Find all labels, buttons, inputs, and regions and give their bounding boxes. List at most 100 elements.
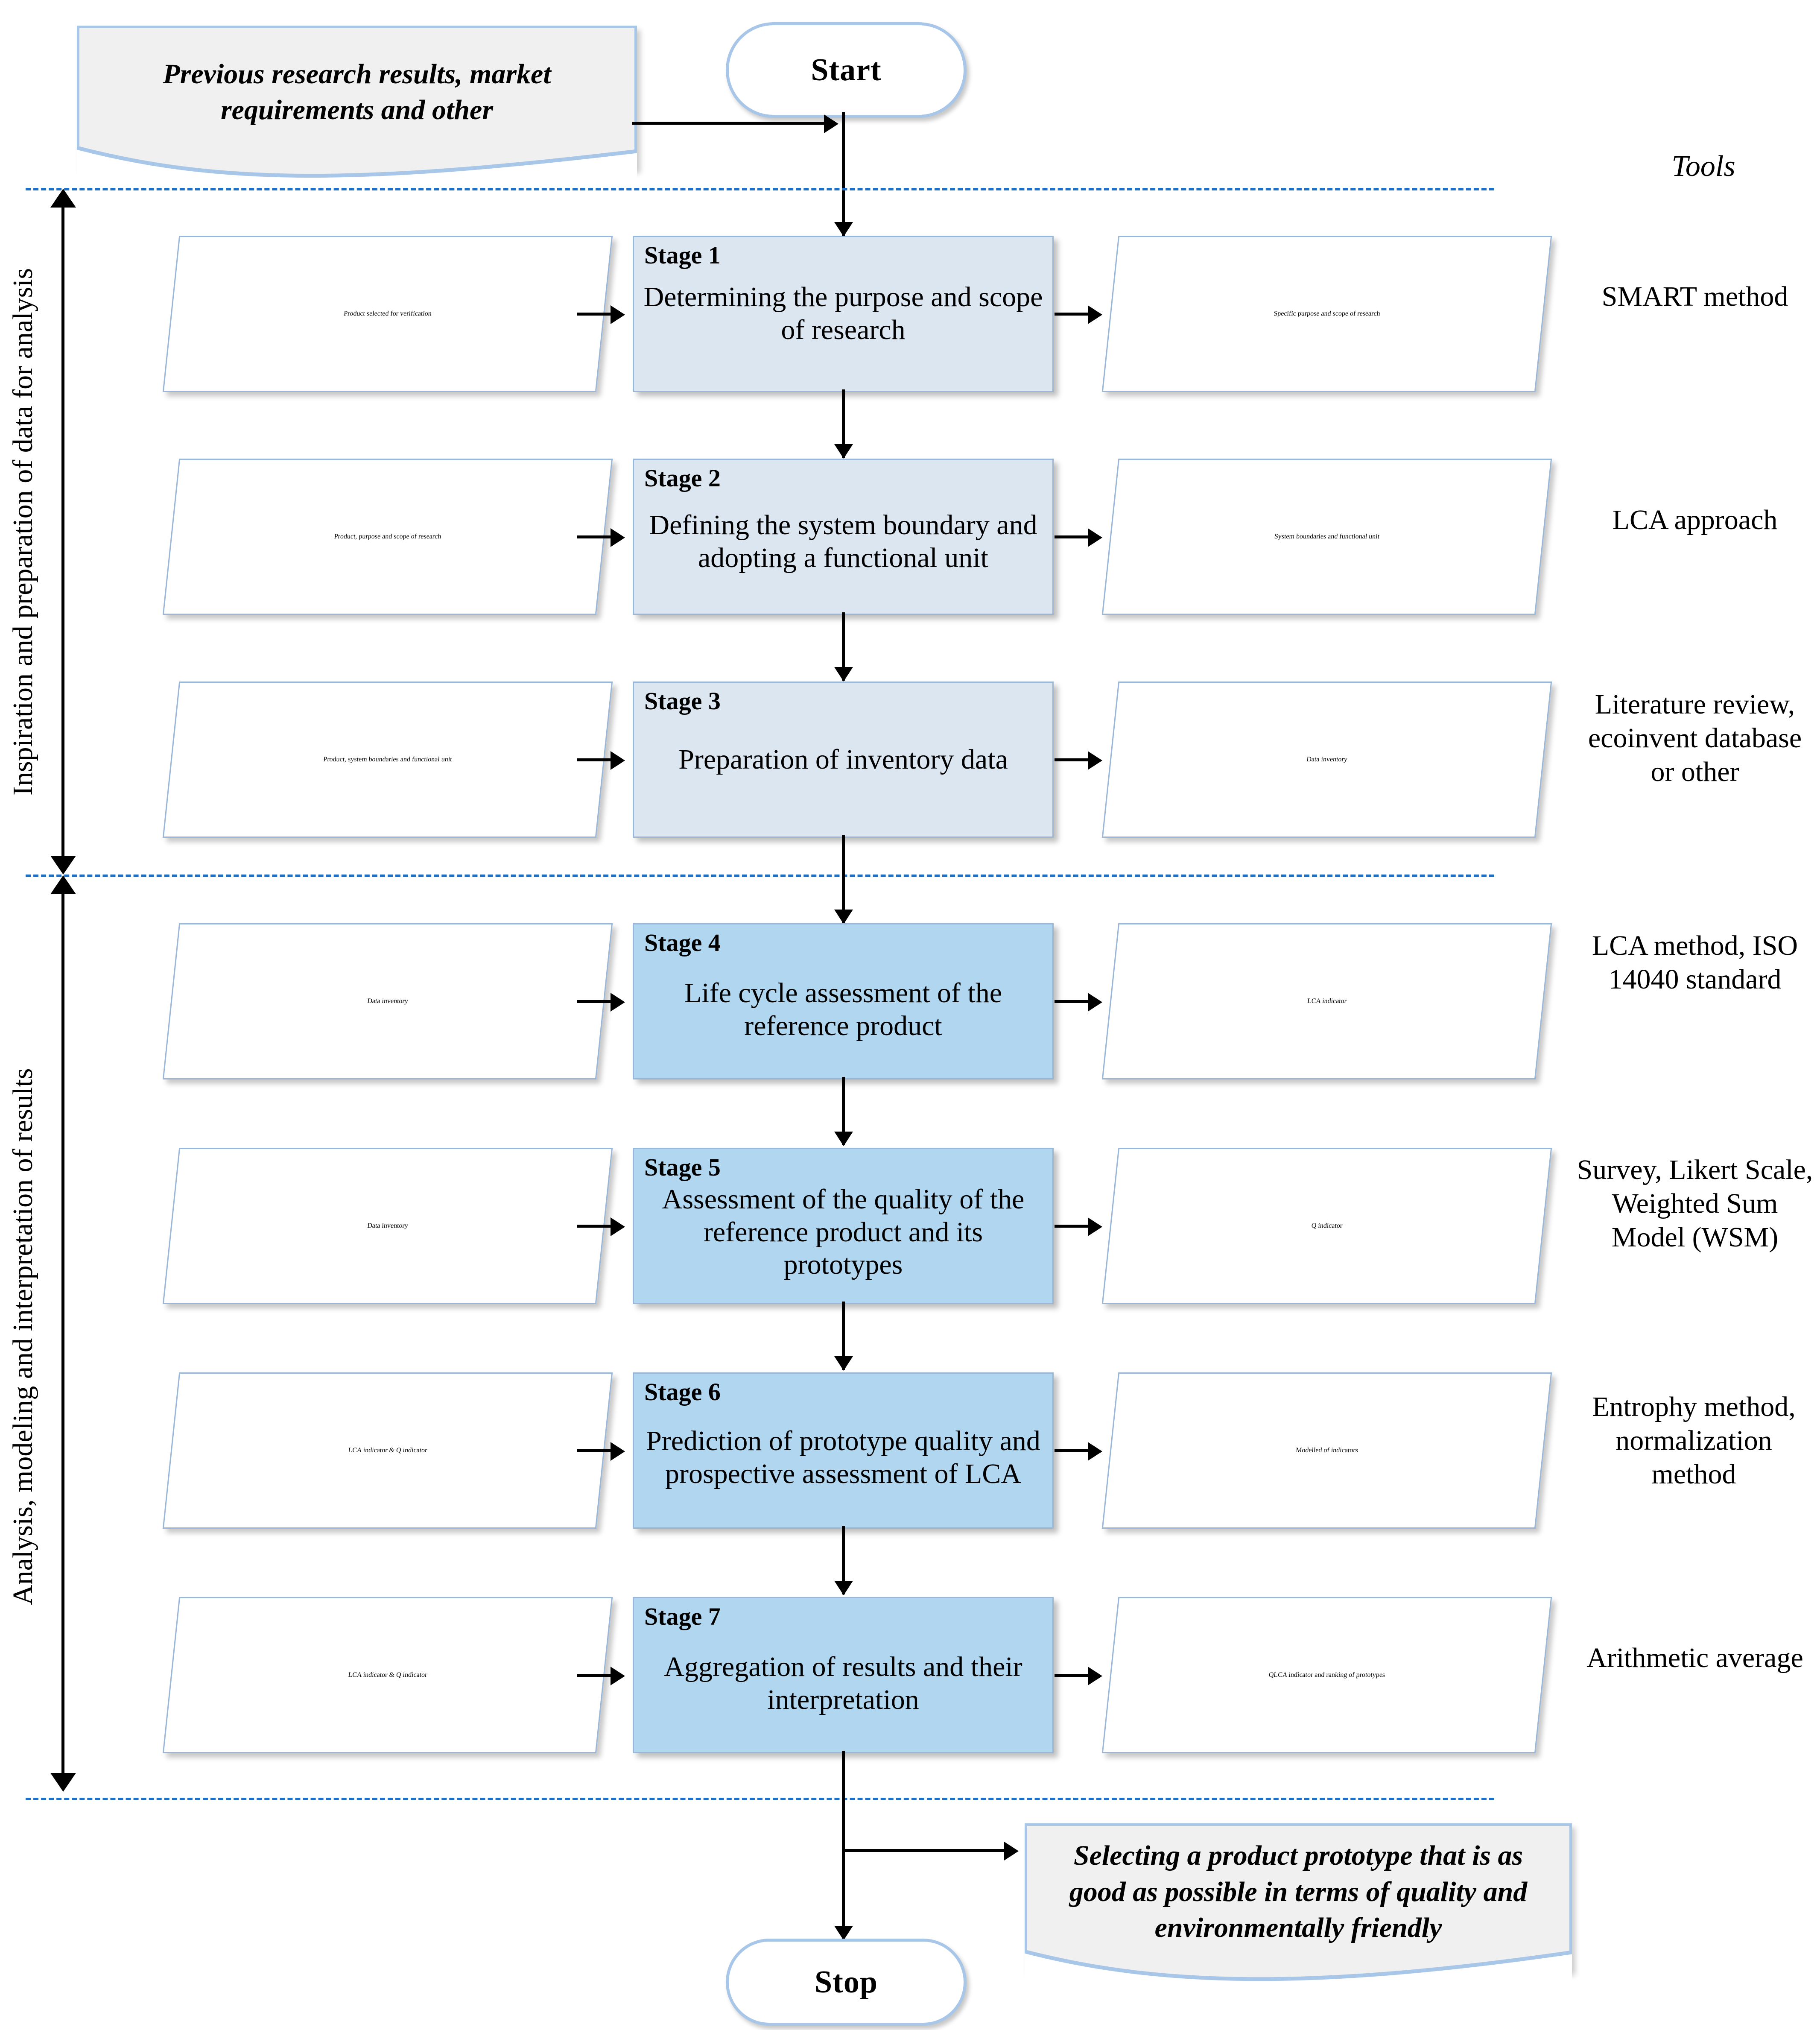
connector-stage5-to-stage6 xyxy=(842,1302,845,1370)
phase-label-1: Inspiration and preparation of data for … xyxy=(7,268,38,796)
arrow-stage6-to-stage7 xyxy=(834,1581,853,1595)
row-5-input-text: Data inventory xyxy=(367,1222,409,1229)
row-7-stage-text: Aggregation of results and their interpr… xyxy=(664,1651,1022,1715)
phase2-arrow-down xyxy=(50,1773,76,1792)
process-stage-2: Stage 2 Defining the system boundary and… xyxy=(633,459,1054,615)
row-5-input-wrap: Data inventory xyxy=(158,1148,615,1304)
output-note-text: Selecting a product prototype that is as… xyxy=(1069,1840,1528,1944)
start-label: Start xyxy=(811,52,882,88)
note-wave-bottom xyxy=(1025,1949,1572,1986)
process-stage-1: Stage 1 Determining the purpose and scop… xyxy=(633,236,1054,392)
row-7-output-text: QLCA indicator and ranking of prototypes xyxy=(1268,1671,1386,1679)
row-3-input-wrap: Product, system boundaries and functiona… xyxy=(158,682,615,838)
phase1-bar xyxy=(61,201,64,863)
row-2-input-text: Product, purpose and scope of research xyxy=(333,533,442,540)
input-note-text: Previous research results, market requir… xyxy=(163,58,551,126)
arrow-stage1-to-stage2 xyxy=(834,444,853,459)
row-1-input-wrap: Product selected for verification xyxy=(158,236,615,392)
arrow-row3-input-to-stage xyxy=(611,751,625,770)
connector-row7-output xyxy=(1055,1674,1093,1677)
row-5-stage-text: Assessment of the quality of the referen… xyxy=(662,1184,1025,1281)
arrow-row7-input-to-stage xyxy=(611,1667,625,1685)
row-7-output-wrap: QLCA indicator and ranking of prototypes xyxy=(1076,1597,1552,1753)
row-3-input-text: Product, system boundaries and functiona… xyxy=(323,756,453,763)
arrow-row4-input-to-stage xyxy=(611,993,625,1012)
row-1-stage-text: Determining the purpose and scope of res… xyxy=(643,281,1043,345)
row-5-output-text: Q indicator xyxy=(1311,1222,1343,1229)
row-6-input-wrap: LCA indicator & Q indicator xyxy=(158,1372,615,1529)
arrow-stage2-to-stage3 xyxy=(834,667,853,682)
row-1-output-wrap: Specific purpose and scope of research xyxy=(1076,236,1552,392)
connector-row2-input xyxy=(577,535,616,538)
output-note: Selecting a product prototype that is as… xyxy=(1025,1823,1572,1986)
process-stage-6: Stage 6 Prediction of prototype quality … xyxy=(633,1372,1054,1529)
row-4-input-wrap: Data inventory xyxy=(158,923,615,1079)
data-shape-output-6: Modelled of indicators xyxy=(1101,1372,1552,1529)
row-4-stage-text: Life cycle assessment of the reference p… xyxy=(684,977,1002,1041)
divider-top xyxy=(26,188,1494,190)
connector-row7-input xyxy=(577,1674,616,1677)
data-shape-output-5: Q indicator xyxy=(1101,1148,1552,1304)
arrow-row2-stage-to-output xyxy=(1088,528,1102,547)
connector-row3-input xyxy=(577,758,616,761)
row-4-output-text: LCA indicator xyxy=(1307,997,1347,1005)
row-2-output-text: System boundaries and functional unit xyxy=(1274,533,1380,540)
connector-stem-to-output-note xyxy=(842,1849,1013,1852)
input-note: Previous research results, market requir… xyxy=(77,26,637,184)
connector-stage4-to-stage5 xyxy=(842,1077,845,1145)
arrow-row7-stage-to-output xyxy=(1088,1667,1102,1685)
connector-note-to-start xyxy=(632,122,828,125)
row-1-tool: SMART method xyxy=(1601,281,1788,312)
arrow-row6-stage-to-output xyxy=(1088,1442,1102,1461)
data-shape-input-4: Data inventory xyxy=(162,923,613,1079)
divider-bottom xyxy=(26,1798,1494,1800)
row-5-output-wrap: Q indicator xyxy=(1076,1148,1552,1304)
arrow-note-to-start xyxy=(824,114,838,133)
data-shape-output-4: LCA indicator xyxy=(1101,923,1552,1079)
tools-header: Tools xyxy=(1671,150,1735,183)
arrow-stage3-to-stage4 xyxy=(834,910,853,924)
phase2-bar xyxy=(61,888,64,1781)
arrow-to-output-note xyxy=(1004,1842,1019,1860)
data-shape-input-5: Data inventory xyxy=(162,1148,613,1304)
process-stage-3: Stage 3 Preparation of inventory data xyxy=(633,682,1054,838)
arrow-row3-stage-to-output xyxy=(1088,751,1102,770)
connector-stage7-to-stop xyxy=(842,1751,845,1939)
row-1-input-text: Product selected for verification xyxy=(343,310,432,317)
row-1-output-text: Specific purpose and scope of research xyxy=(1273,310,1381,317)
phase-label-2: Analysis, modeling and interpretation of… xyxy=(7,1068,38,1605)
process-stage-5: Stage 5 Assessment of the quality of the… xyxy=(633,1148,1054,1304)
connector-row1-input xyxy=(577,313,616,316)
arrow-row6-input-to-stage xyxy=(611,1442,625,1461)
connector-stage2-to-stage3 xyxy=(842,612,845,681)
row-4-output-wrap: LCA indicator xyxy=(1076,923,1552,1079)
connector-row6-input xyxy=(577,1449,616,1452)
row-5-stage-tag: Stage 5 xyxy=(644,1153,721,1181)
row-1-stage-tag: Stage 1 xyxy=(644,241,721,269)
row-2-input-wrap: Product, purpose and scope of research xyxy=(158,459,615,615)
connector-row5-output xyxy=(1055,1225,1093,1228)
data-shape-output-2: System boundaries and functional unit xyxy=(1101,459,1552,615)
row-3-stage-tag: Stage 3 xyxy=(644,687,721,715)
row-2-stage-text: Defining the system boundary and adoptin… xyxy=(649,509,1037,573)
data-shape-input-3: Product, system boundaries and functiona… xyxy=(162,682,613,838)
start-terminator: Start xyxy=(726,22,967,118)
row-7-stage-tag: Stage 7 xyxy=(644,1603,721,1630)
arrow-stage5-to-stage6 xyxy=(834,1356,853,1371)
row-3-output-wrap: Data inventory xyxy=(1076,682,1552,838)
row-2-output-wrap: System boundaries and functional unit xyxy=(1076,459,1552,615)
row-5-tool: Survey, Likert Scale, Weighted Sum Model… xyxy=(1577,1154,1813,1253)
arrow-row5-stage-to-output xyxy=(1088,1217,1102,1236)
row-3-output-text: Data inventory xyxy=(1306,756,1348,763)
stop-terminator: Stop xyxy=(726,1939,967,2026)
connector-stage1-to-stage2 xyxy=(842,389,845,458)
connector-row3-output xyxy=(1055,758,1093,761)
row-4-input-text: Data inventory xyxy=(367,997,409,1005)
row-6-output-text: Modelled of indicators xyxy=(1295,1447,1358,1454)
connector-row1-output xyxy=(1055,313,1093,316)
connector-row6-output xyxy=(1055,1449,1093,1452)
row-6-stage-tag: Stage 6 xyxy=(644,1378,721,1406)
data-shape-input-1: Product selected for verification xyxy=(162,236,613,392)
arrow-row2-input-to-stage xyxy=(611,528,625,547)
